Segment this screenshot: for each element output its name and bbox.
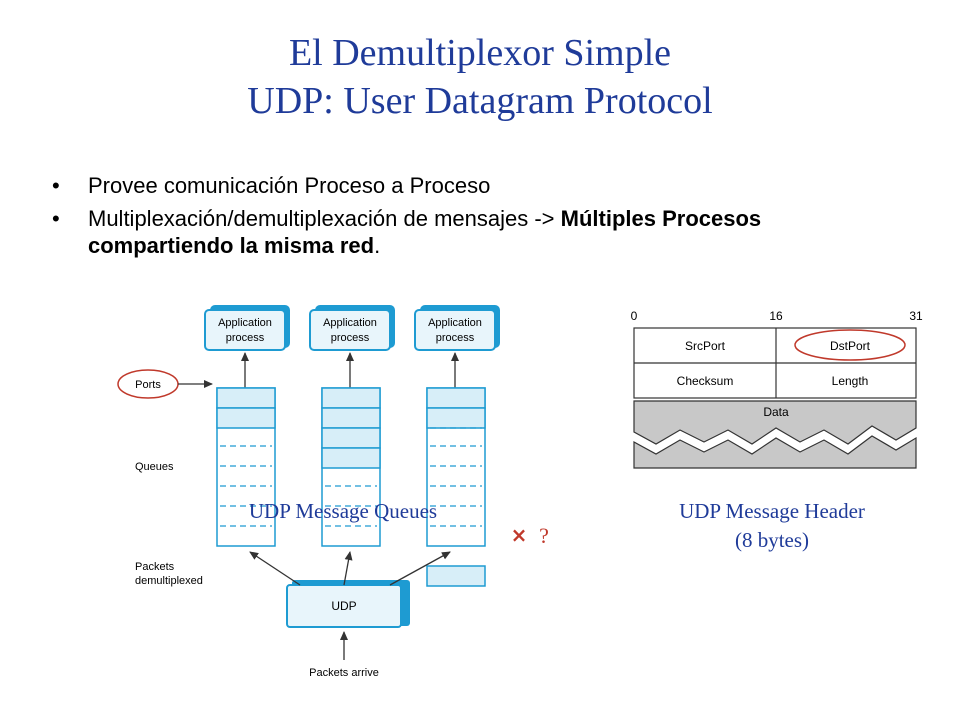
slide-title-line2: UDP: User Datagram Protocol bbox=[247, 80, 713, 122]
bullet-text-2: Multiplexación/demultiplexación de mensa… bbox=[88, 206, 561, 231]
udp-label: UDP bbox=[331, 599, 356, 613]
bullet-text-1: Provee comunicación Proceso a Proceso bbox=[88, 173, 491, 198]
drop-question-mark: ? bbox=[539, 523, 549, 548]
udp-to-queue-arrows bbox=[249, 551, 451, 586]
ports-label: Ports bbox=[135, 379, 161, 391]
bullet-list: • Provee comunicación Proceso a Proceso … bbox=[52, 172, 912, 265]
udp-header-table: SrcPort DstPort Checksum Length bbox=[633, 327, 917, 399]
bit-label-31: 31 bbox=[909, 309, 923, 323]
application-process-3: Application process bbox=[414, 305, 500, 351]
application-process-boxes: Application process Application process … bbox=[204, 305, 500, 351]
queue-1 bbox=[216, 387, 276, 547]
bullet-dot-icon: • bbox=[52, 173, 60, 198]
app-process-2-line1: Application bbox=[323, 317, 377, 329]
app-process-3-line1: Application bbox=[428, 317, 482, 329]
packets-demux-line2: demultiplexed bbox=[135, 575, 203, 587]
slide-title-line1: El Demultiplexor Simple bbox=[288, 32, 672, 74]
queues-caption: UDP Message Queues bbox=[249, 499, 437, 523]
queue-3 bbox=[426, 387, 486, 547]
bullet-item-2: • Multiplexación/demultiplexación de men… bbox=[52, 205, 912, 259]
field-dst-port: DstPort bbox=[830, 339, 871, 353]
bullet-text-2-bold: Múltiples Procesos compartiendo la misma… bbox=[88, 206, 762, 258]
application-process-1: Application process bbox=[204, 305, 290, 351]
dst-port-highlight-ring bbox=[794, 329, 906, 361]
packets-demux-line1: Packets bbox=[135, 561, 175, 573]
app-process-1-line1: Application bbox=[218, 317, 272, 329]
field-src-port: SrcPort bbox=[685, 339, 726, 353]
field-data: Data bbox=[763, 405, 789, 419]
header-caption-line1: UDP Message Header bbox=[679, 499, 865, 523]
header-caption-line2: (8 bytes) bbox=[735, 528, 809, 552]
bit-label-0: 0 bbox=[631, 309, 638, 323]
queues-label: Queues bbox=[135, 461, 174, 473]
bullet-text-2-end: . bbox=[374, 233, 381, 258]
bullet-dot-icon: • bbox=[52, 206, 60, 231]
bit-label-16: 16 bbox=[769, 309, 783, 323]
bullet-item-1: • Provee comunicación Proceso a Proceso bbox=[52, 172, 912, 199]
drop-x-icon: × bbox=[511, 523, 528, 547]
app-process-3-line2: process bbox=[436, 332, 475, 344]
queue-2 bbox=[321, 387, 381, 547]
app-process-1-line2: process bbox=[226, 332, 265, 344]
queue-to-process-arrows bbox=[241, 352, 459, 388]
field-checksum: Checksum bbox=[677, 374, 734, 388]
dropped-packet bbox=[426, 565, 486, 587]
udp-box: UDP bbox=[286, 580, 410, 628]
udp-data-field: Data bbox=[633, 400, 917, 469]
app-process-2-line2: process bbox=[331, 332, 370, 344]
application-process-2: Application process bbox=[309, 305, 395, 351]
packets-arrive-label: Packets arrive bbox=[309, 667, 379, 679]
field-length: Length bbox=[832, 374, 869, 388]
